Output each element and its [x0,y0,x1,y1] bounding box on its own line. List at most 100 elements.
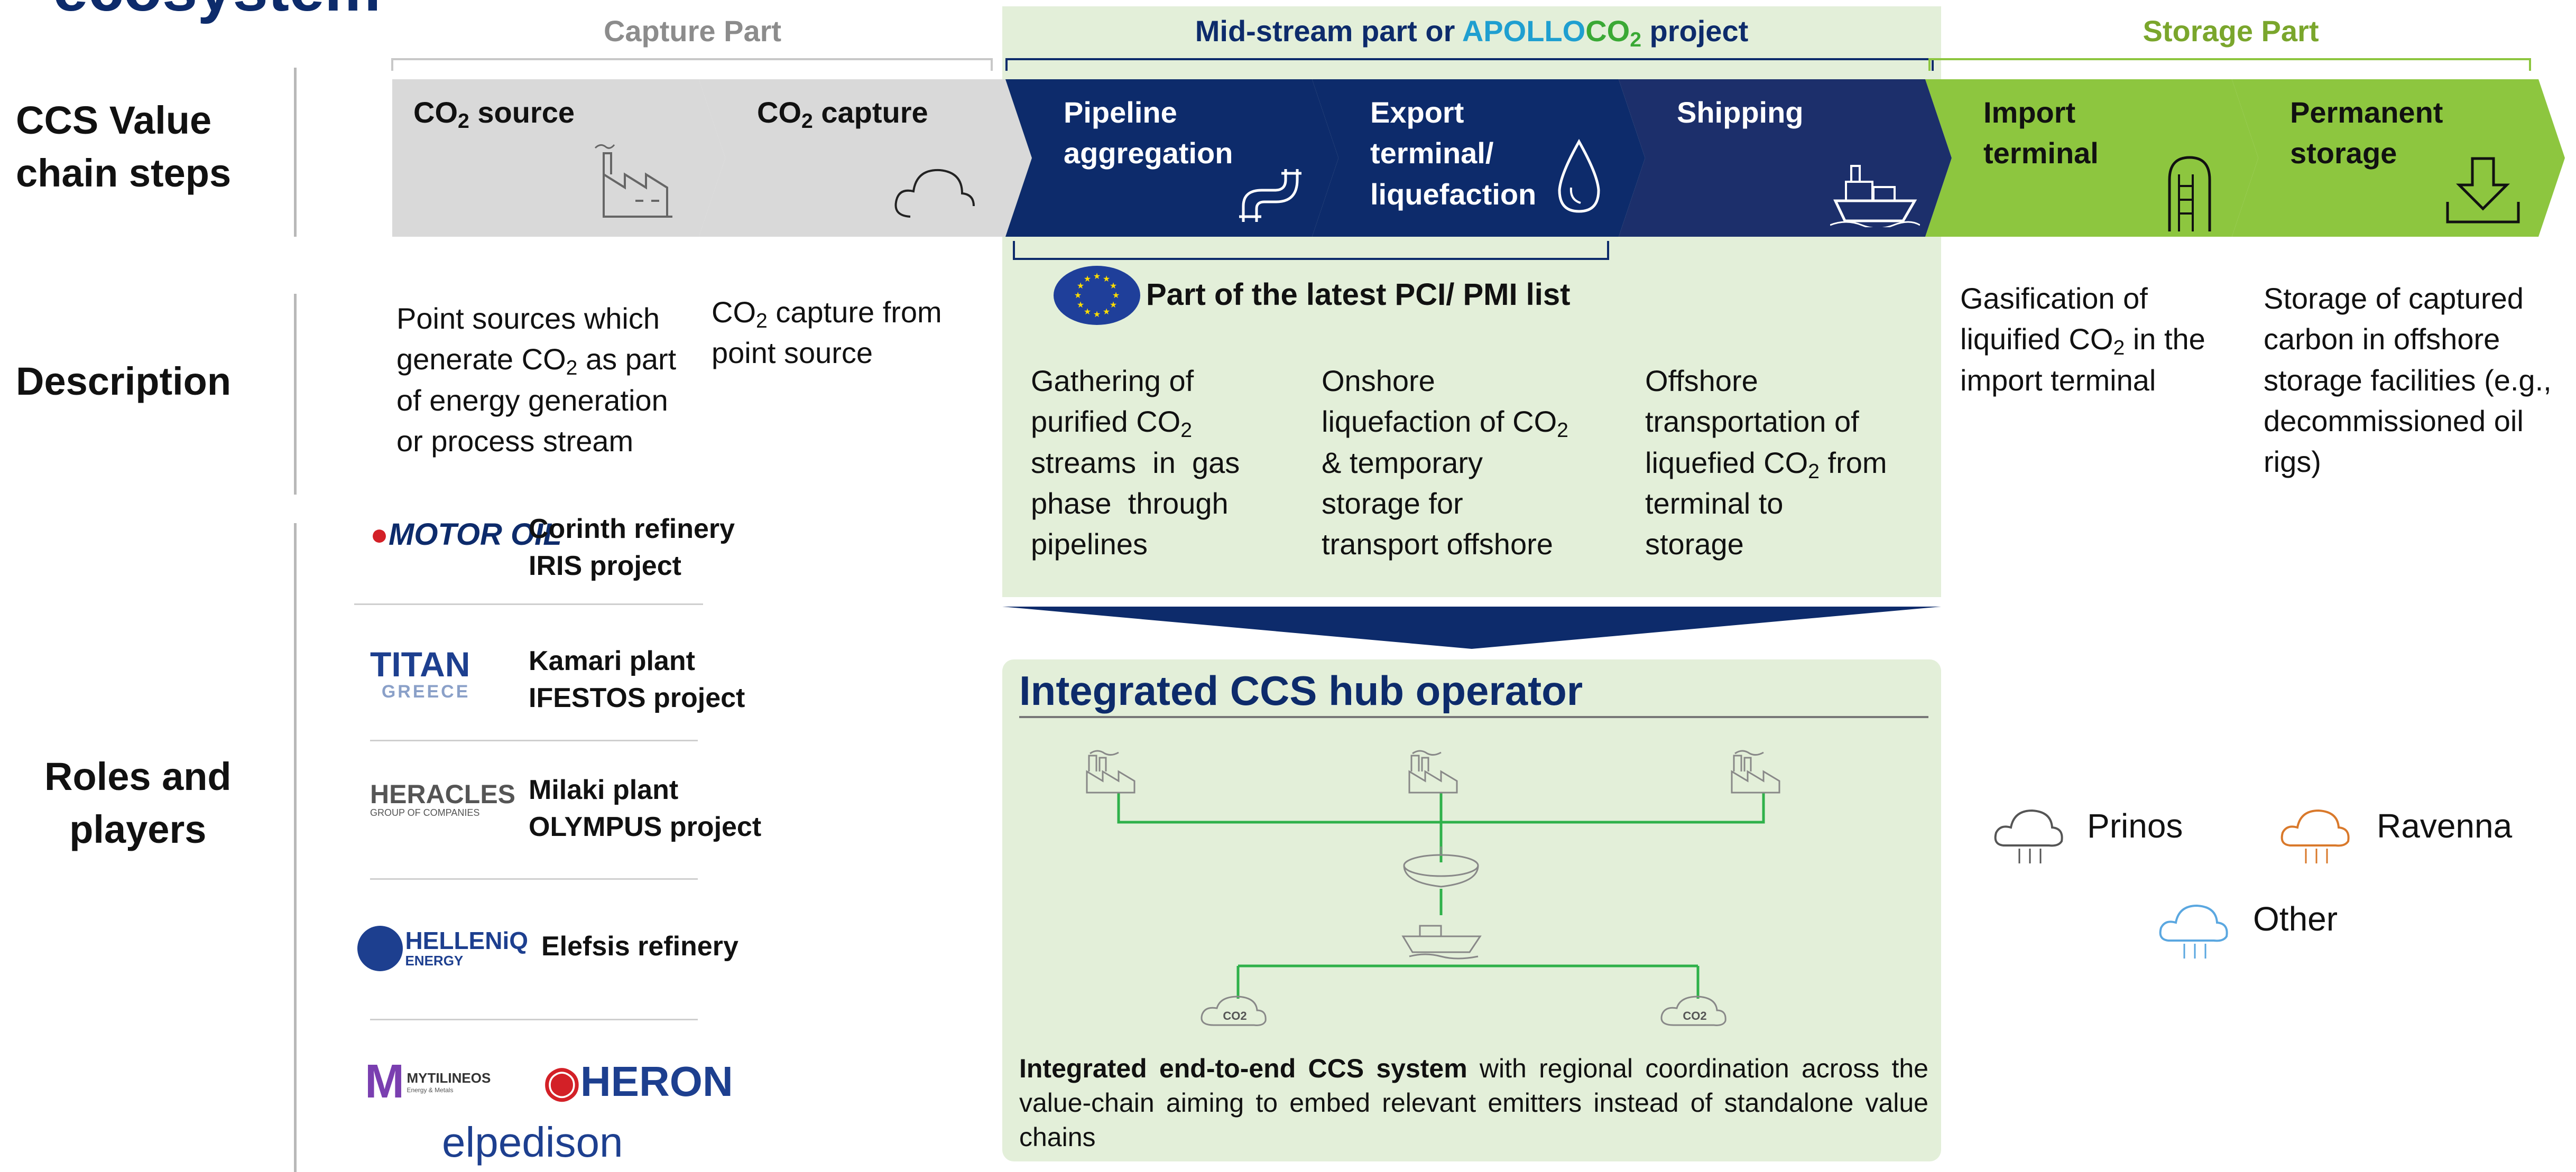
helleniq-logo-text: HELLENiQ [405,926,529,954]
svg-text:★: ★ [1077,281,1084,291]
desc-capture-line1b: capture from [767,295,942,329]
pci-label: Part of the latest PCI/ PMI list [1146,277,1571,312]
step-shipping-label: Shipping [1677,96,1804,129]
mytilineos-logo-sub: Energy & Metals [407,1086,454,1094]
row-label-roles-line1: Roles and [44,755,232,798]
silo-icon [2168,156,2211,231]
storage-site-ravenna: Ravenna [2377,807,2513,845]
svg-text:★: ★ [1112,290,1120,300]
factory-icon [594,144,672,218]
desc-export-line1: Onshore [1322,364,1435,397]
helleniq-logo: HELLENiQ ENERGY [357,926,528,971]
desc-storage-line4: decommissioned oil [2264,404,2524,438]
capture-part-header: Capture Part [603,14,782,48]
desc-storage-line1: Storage of captured [2264,282,2524,315]
helleniq-logo-sub: ENERGY [405,952,464,969]
desc-storage-line3: storage facilities (e.g., [2264,363,2552,397]
step-co2-capture-sub: 2 [801,109,813,133]
terminal-tank-icon [1403,847,1479,888]
desc-pipeline-line3: streams in gas [1031,445,1240,479]
desc-capture-sub: 2 [756,309,768,332]
player-titan-line1: Kamari plant [529,646,695,676]
desc-source-line2b: as part [577,342,677,376]
player-heracles-line2: OLYMPUS project [529,812,762,843]
titan-logo-sub: GREECE [381,682,470,702]
desc-import-line1: Gasification of [1960,282,2148,315]
desc-capture-line2: point source [712,336,873,370]
hub-title: Integrated CCS hub operator [1019,667,1583,714]
midstream-label-b: project [1641,14,1749,48]
storage-bracket [1928,58,2531,71]
desc-export: Onshore liquefaction of CO2 & temporary … [1322,360,1596,564]
player-heracles: Milaki plant OLYMPUS project [529,771,761,845]
desc-source-line4: or process stream [396,424,634,458]
player-helleniq-line1: Elefsis refinery [541,931,738,962]
step-co2-source-label: CO [413,96,458,129]
divider-roles [294,523,297,1172]
midstream-label-a: Mid-stream part or [1195,14,1462,48]
section-brackets [391,58,2531,260]
svg-text:★: ★ [1103,306,1110,317]
step-export-terminal: Export terminal/ liquefaction [1312,79,1645,237]
divider-description [294,294,297,495]
desc-storage-line2: carbon in offshore [2264,322,2500,356]
step-co2-capture: CO2 capture [699,79,1032,237]
row-label-steps-line2: chain steps [16,151,232,195]
elpedison-logo: elpedison [442,1119,623,1166]
step-pipeline-label1: Pipeline [1064,96,1177,129]
player-helleniq: Elefsis refinery [541,928,738,965]
step-co2-source-sub: 2 [458,109,469,133]
separator [370,740,698,741]
desc-pipeline-sub: 2 [1180,419,1193,442]
desc-import-line2b: in the [2125,322,2205,356]
pipeline-network [1117,793,1765,999]
desc-shipping-line4: terminal to [1645,486,1784,520]
desc-export-line4: storage for [1322,486,1463,520]
step-co2-source-label-b: source [469,96,575,129]
desc-source-line2a: generate CO [396,342,566,376]
step-import-terminal: Import terminal [1925,79,2258,237]
svg-text:★: ★ [1110,281,1117,291]
desc-export-line5: transport offshore [1322,527,1553,561]
desc-shipping-line3b: from [1819,445,1887,479]
motor-oil-logo-text: MOTOR OIL [389,517,562,552]
desc-export-sub: 2 [1557,419,1568,442]
ship-icon [1830,165,1920,227]
svg-text:★: ★ [1074,290,1082,300]
storage-part-header: Storage Part [2143,14,2319,48]
hub-description: Integrated end-to-end CCS system with re… [1019,1052,1928,1155]
step-export-label2: terminal/ [1370,136,1494,170]
desc-source-sub: 2 [566,357,578,380]
step-export-label3: liquefaction [1370,177,1537,211]
player-motor-oil-line1: Corinth refinery [529,514,735,544]
desc-shipping-line1: Offshore [1645,364,1758,397]
cloud-label-right: CO2 [1683,1009,1706,1022]
svg-text:★: ★ [1084,306,1091,317]
desc-co2-capture: CO2 capture from point source [712,292,986,374]
desc-pipeline-line4: phase through [1031,486,1229,520]
step-pipeline-aggregation: Pipeline aggregation [1005,79,1338,237]
cloud-label-left: CO2 [1223,1009,1247,1022]
separator [370,1019,698,1020]
heracles-logo-text: HERACLES [370,779,516,809]
svg-text:★: ★ [1110,300,1117,310]
midstream-label-co: CO [1585,14,1630,48]
step-import-label1: Import [1983,96,2076,129]
drop-icon [1558,138,1600,213]
desc-co2-source: Point sources which generate CO2 as part… [396,298,693,461]
desc-import: Gasification of liquified CO2 in the imp… [1960,278,2246,401]
mytilineos-logo: M MYTILINEOS Energy & Metals [365,1055,491,1108]
titan-logo-text: TITAN [370,645,470,684]
step-storage-label2: storage [2290,136,2397,170]
capture-bracket [391,58,993,71]
row-label-roles: Roles and players [44,750,232,856]
pipe-icon [1239,169,1301,222]
desc-export-line3: & temporary [1322,445,1483,479]
player-titan: Kamari plant IFESTOS project [529,643,745,717]
heracles-logo-sub: GROUP OF COMPANIES [370,807,480,818]
midstream-label-sub: 2 [1630,28,1641,51]
svg-text:★: ★ [1093,271,1101,281]
desc-capture-line1a: CO [712,295,756,329]
player-motor-oil: Corinth refinery IRIS project [529,510,735,584]
step-co2-source: CO2 source [392,79,725,237]
